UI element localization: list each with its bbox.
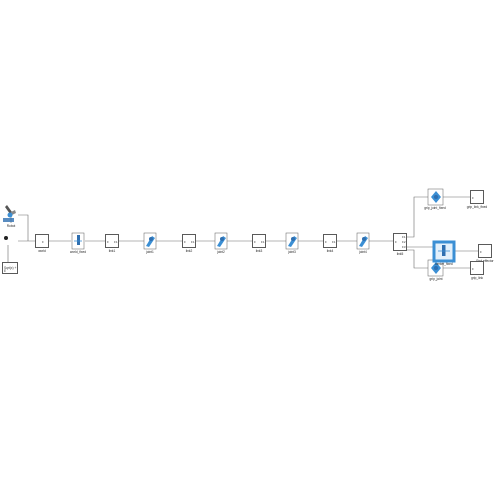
world-fixed-label: world_fixed [69, 250, 87, 254]
link4-block[interactable]: F F1 [323, 234, 337, 248]
grip-link-block[interactable]: F [470, 261, 484, 275]
port-f-label: F [395, 240, 397, 244]
grip-joint-label: grip_joint [429, 277, 443, 281]
port-f3-label: F3 [402, 245, 406, 249]
end-effector-label: End effector [476, 259, 494, 263]
link2-label: link2 [185, 249, 193, 253]
port-f-label: F [42, 240, 44, 244]
port-f1-label: F1 [332, 240, 336, 244]
grip-joint-icon[interactable] [427, 259, 444, 277]
sqrt-block-text: Sqrt(x) + E [4, 266, 17, 273]
joint1-label: joint1 [146, 250, 154, 254]
joint3-label: joint3 [288, 250, 296, 254]
center-fixed-joint-icon[interactable] [432, 240, 456, 263]
link1-block[interactable]: F F1 [105, 234, 119, 248]
connection-lines [7, 196, 478, 269]
joint4-icon[interactable] [356, 232, 370, 250]
world-block[interactable]: F [35, 234, 49, 248]
robot-arm-icon[interactable] [3, 205, 16, 240]
joint4-label: joint4 [359, 250, 367, 254]
port-f1-label: F1 [191, 240, 195, 244]
link3-label: link3 [255, 249, 263, 253]
port-f-label: F [480, 250, 482, 254]
source-label: Robot [6, 224, 16, 228]
grip-link-label: grip_link [471, 276, 483, 280]
joint-icons [3, 188, 456, 277]
joint2-icon[interactable] [214, 232, 228, 250]
port-f-label: F [472, 196, 474, 200]
port-f-label: F [325, 240, 327, 244]
port-f-label: F [107, 240, 109, 244]
grip-link-fixed-block[interactable]: F [470, 190, 484, 204]
grip-joint-fixed-label: grip_joint_fixed [424, 206, 446, 210]
port-f1-label: F1 [402, 235, 406, 239]
link3-block[interactable]: F F1 [252, 234, 266, 248]
port-f-label: F [472, 267, 474, 271]
joint2-label: joint2 [217, 250, 225, 254]
port-f-label: F [254, 240, 256, 244]
end-effector-block[interactable]: F [478, 244, 492, 258]
port-f-label: F [184, 240, 186, 244]
port-f1-label: F1 [114, 240, 118, 244]
port-f1-label: F1 [261, 240, 265, 244]
link1-label: link1 [108, 249, 116, 253]
link5-label: link5 [396, 252, 404, 256]
grip-joint-fixed-icon[interactable] [427, 188, 444, 206]
sqrt-block[interactable]: Sqrt(x) + E [2, 262, 18, 274]
joint1-icon[interactable] [143, 232, 157, 250]
joint3-icon[interactable] [285, 232, 299, 250]
world-label: world [38, 249, 46, 253]
link2-block[interactable]: F F1 [182, 234, 196, 248]
link4-label: link4 [326, 249, 334, 253]
world-fixed-joint-icon[interactable] [71, 232, 85, 250]
port-f2-label: F2 [402, 240, 406, 244]
link5-block[interactable]: F F1 F2 F3 [393, 233, 407, 251]
grip-link-fixed-label: grip_link_fixed [466, 205, 488, 209]
center-fixed-label: center_fixed [435, 262, 453, 266]
